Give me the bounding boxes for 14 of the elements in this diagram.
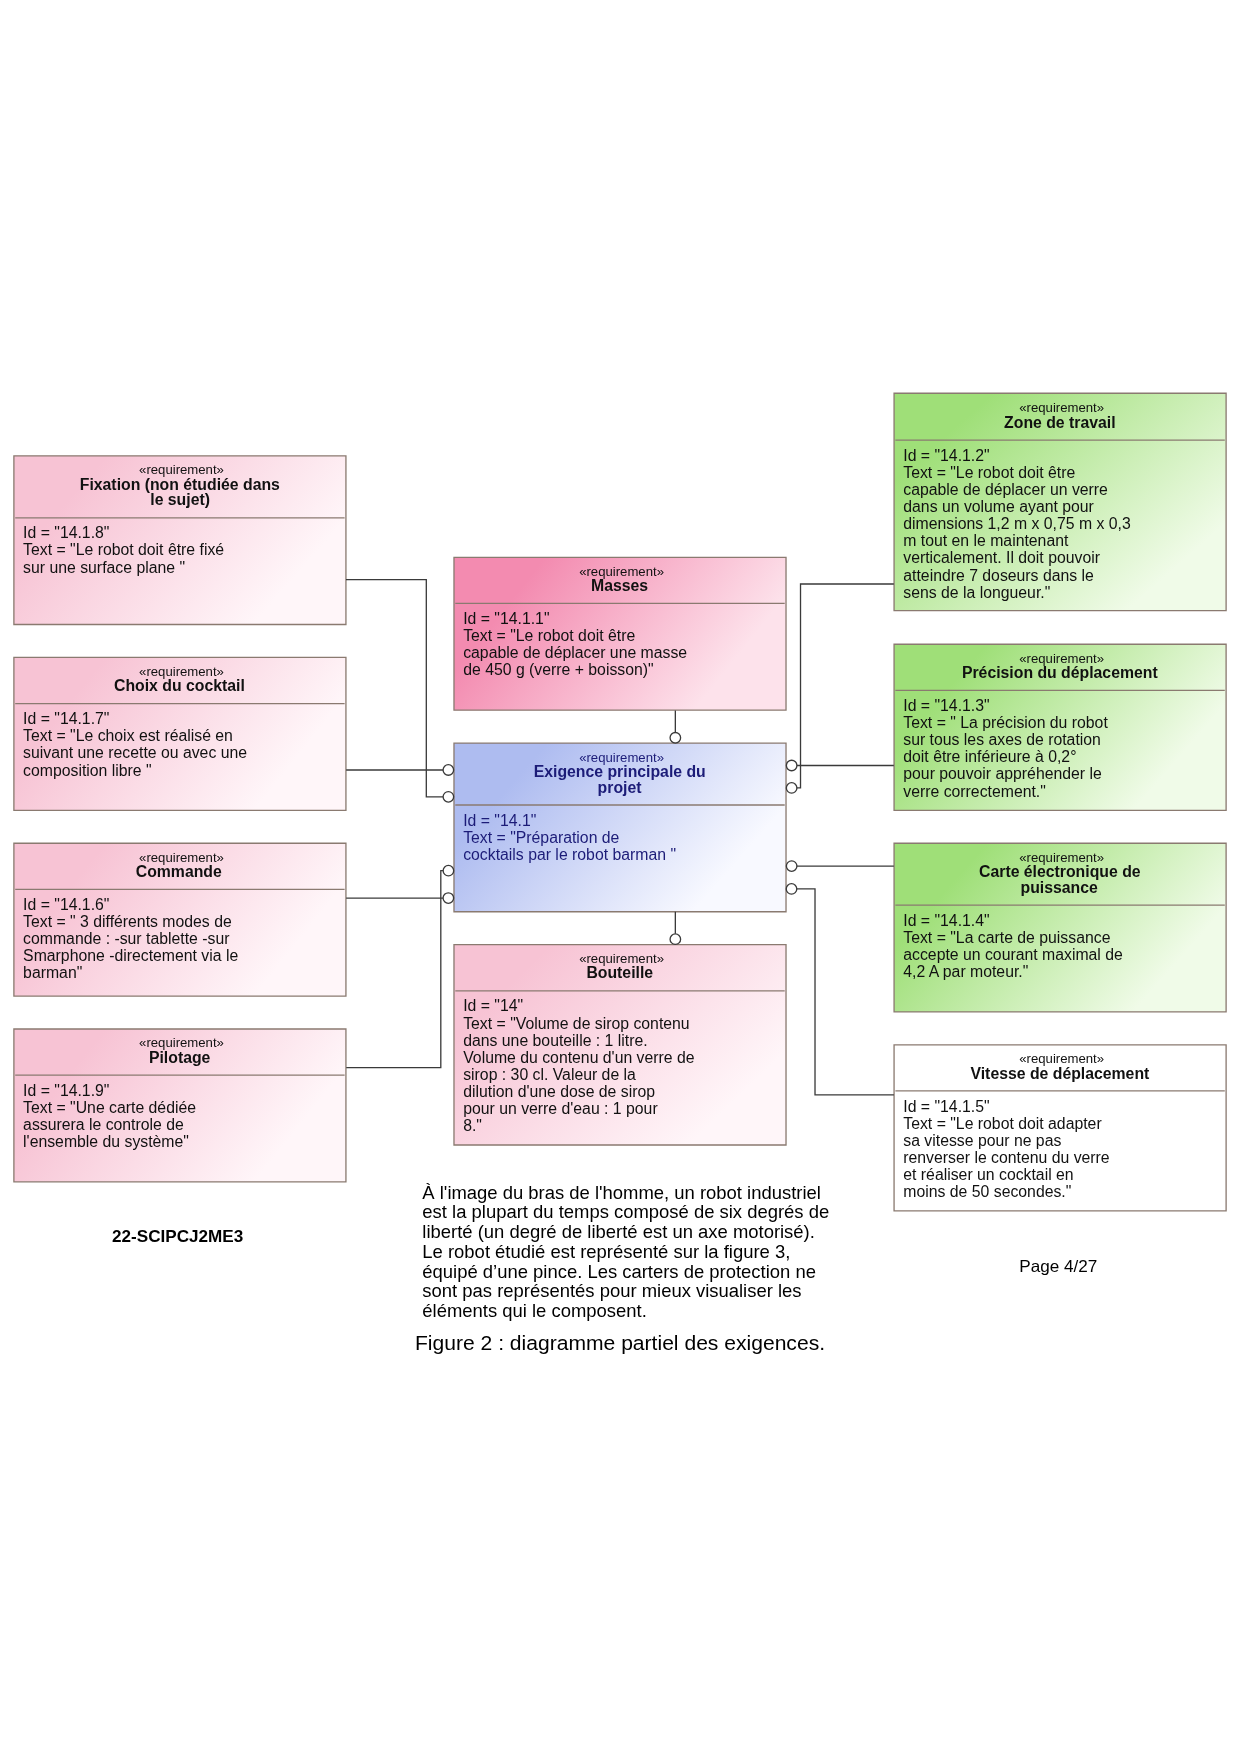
label: À l'image du bras de l'homme, un robot industriel est la plupart du temps composé de six degrés de liberté (un degré de liberté est un axe motorisé). Le robot étudié est représenté sur la figure 3, équipé d’une pince. Les carters de protection ne sont pas représentés pour mieux visualiser les éléments qui le composent. (422, 1181, 830, 1321)
label: Page 4/27 (1019, 1256, 1098, 1276)
connector (785, 859, 895, 872)
connector (785, 882, 895, 1096)
connector (669, 910, 682, 945)
connector (669, 709, 682, 744)
label: 22-SCIPCJ2ME3 (112, 1226, 244, 1246)
connector (345, 763, 455, 776)
connector (785, 582, 895, 794)
connector (345, 578, 455, 803)
connector (345, 891, 455, 904)
connector (785, 759, 895, 771)
connector (345, 864, 455, 1068)
caption: Figure 2 : diagramme partiel des exigences. (414, 1330, 826, 1354)
